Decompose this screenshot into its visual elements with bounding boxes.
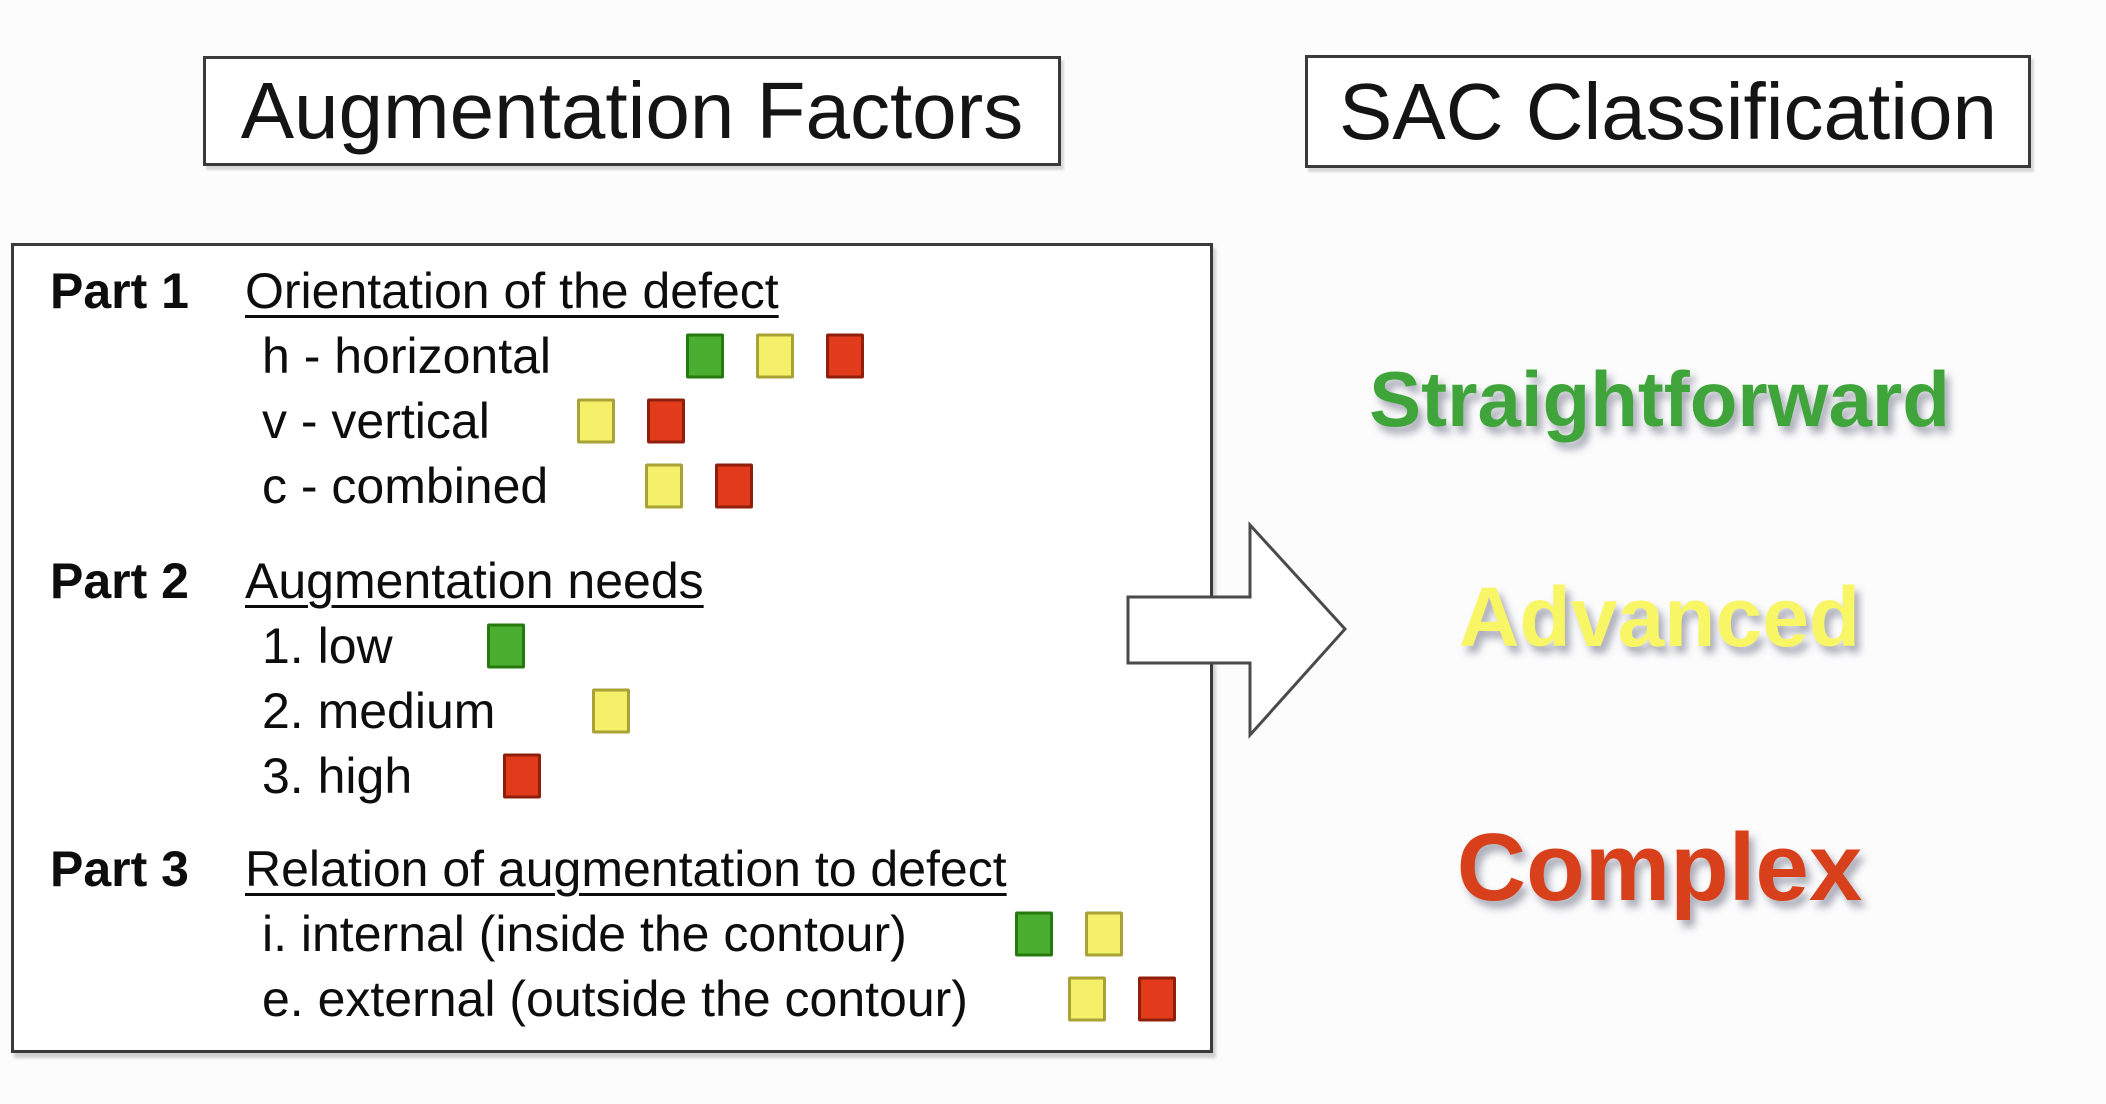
severity-squares (487, 623, 525, 668)
yellow-square (645, 463, 683, 508)
part-1-header: Orientation of the defect (245, 262, 779, 319)
list-item-combined: c - combined (14, 453, 1210, 518)
list-item-medium: 2. medium (14, 678, 1210, 743)
red-square (826, 333, 864, 378)
classification-advanced: Advanced (1458, 570, 1861, 664)
green-square (686, 333, 724, 378)
item-label: 3. high (262, 747, 413, 804)
sac-classification-title: SAC Classification (1338, 66, 1997, 156)
list-item-low: 1. low (14, 613, 1210, 678)
green-square (1015, 911, 1053, 956)
item-label: c - combined (262, 457, 549, 514)
classification-complex: Complex (1456, 814, 1863, 921)
yellow-square (592, 688, 630, 733)
part-spacer (14, 518, 1210, 548)
green-square (487, 623, 525, 668)
part-3-label: Part 3 (50, 840, 189, 897)
yellow-square (1085, 911, 1123, 956)
part-1-label: Part 1 (50, 262, 189, 319)
list-item-horizontal: h - horizontal (14, 323, 1210, 388)
item-label: e. external (outside the contour) (262, 970, 968, 1027)
item-label: h - horizontal (262, 327, 552, 384)
severity-squares (503, 753, 541, 798)
item-label: 2. medium (262, 682, 496, 739)
part-spacer (14, 808, 1210, 836)
part-2-header: Augmentation needs (245, 552, 704, 609)
augmentation-factors-panel: Part 1 Orientation of the defect h - hor… (11, 243, 1213, 1053)
part-2-label: Part 2 (50, 552, 189, 609)
red-square (1138, 976, 1176, 1021)
yellow-square (577, 398, 615, 443)
list-item-internal: i. internal (inside the contour) (14, 901, 1210, 966)
list-item-vertical: v - vertical (14, 388, 1210, 453)
red-square (503, 753, 541, 798)
severity-squares (1015, 911, 1123, 956)
red-square (715, 463, 753, 508)
yellow-square (756, 333, 794, 378)
part-2-header-row: Part 2 Augmentation needs (14, 548, 1210, 613)
severity-squares (686, 333, 864, 378)
item-label: v - vertical (262, 392, 490, 449)
augmentation-factors-title: Augmentation Factors (240, 66, 1024, 155)
list-item-external: e. external (outside the contour) (14, 966, 1210, 1031)
right-arrow-icon (1126, 521, 1348, 739)
severity-squares (1068, 976, 1176, 1021)
severity-squares (592, 688, 630, 733)
part-3-header-row: Part 3 Relation of augmentation to defec… (14, 836, 1210, 901)
part-3-header: Relation of augmentation to defect (245, 840, 1007, 897)
severity-squares (577, 398, 685, 443)
red-square (647, 398, 685, 443)
item-label: i. internal (inside the contour) (262, 905, 907, 962)
classification-straightforward: Straightforward (1369, 355, 1950, 443)
severity-squares (645, 463, 753, 508)
list-item-high: 3. high (14, 743, 1210, 808)
item-label: 1. low (262, 617, 393, 674)
sac-classification-title-box: SAC Classification (1305, 55, 2031, 168)
yellow-square (1068, 976, 1106, 1021)
augmentation-factors-title-box: Augmentation Factors (203, 56, 1061, 166)
part-1-header-row: Part 1 Orientation of the defect (14, 258, 1210, 323)
